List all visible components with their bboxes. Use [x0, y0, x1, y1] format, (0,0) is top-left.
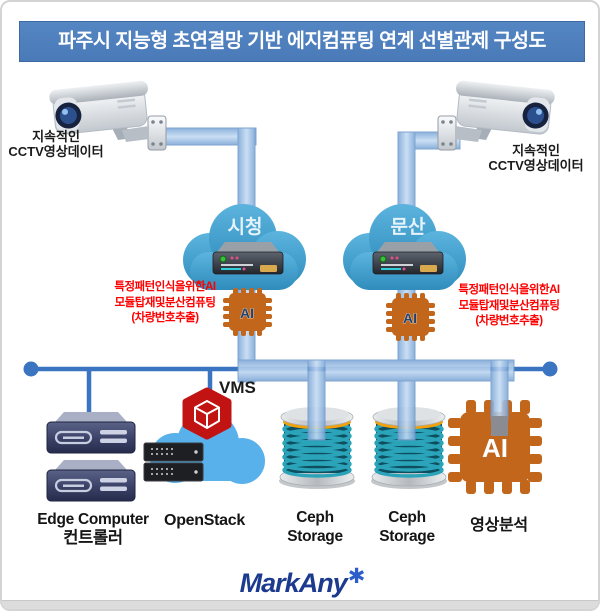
nvr-server-icon: [372, 241, 444, 275]
ceph-storage-2-label: Ceph Storage: [379, 509, 435, 545]
ai-note-left: 특정패턴인식을위한AI 모듈탑재및분산컴퓨팅 (차량번호추출): [114, 281, 216, 324]
camera-right-label: 지속적인 CCTV영상데이터: [488, 143, 584, 173]
logo-star-icon: ✱: [347, 565, 366, 588]
video-analysis-label: 영상분석: [470, 517, 528, 534]
logo-text: MarkAny: [239, 568, 348, 598]
openstack-cube-icon: [182, 387, 232, 440]
cloud-left-label: 시청: [228, 216, 263, 238]
cloud-icon: 문산: [343, 204, 466, 290]
ai-chip-icon: AI: [448, 400, 542, 494]
small-ai-chip-left-label: AI: [240, 305, 254, 321]
openstack-icon: [143, 387, 265, 484]
openstack-label: OpenStack: [164, 512, 245, 529]
edge-computer-label: Edge Computer 컨트롤러: [37, 511, 149, 547]
page-title: 파주시 지능형 초연결망 기반 에지컴퓨팅 연계 선별관제 구성도: [19, 21, 585, 62]
small-ai-chip-right-label: AI: [403, 310, 417, 326]
cloud-icon: 시청: [183, 204, 306, 290]
markany-logo: MarkAny✱: [2, 565, 598, 599]
bottom-strip: [2, 600, 598, 609]
ai-note-right: 특정패턴인식을위한AI 모듈탑재및분산컴퓨팅 (차량번호추출): [458, 284, 560, 327]
vms-label: VMS: [219, 378, 256, 397]
chip-connector: [491, 416, 508, 436]
ai-chip-icon: AI: [223, 288, 272, 336]
cloud-right-label: 문산: [391, 216, 426, 238]
nvr-server-icon: [212, 241, 284, 275]
ceph-storage-1-label: Ceph Storage: [287, 509, 343, 545]
ai-chip-icon: AI: [386, 293, 435, 341]
large-ai-chip-label: AI: [482, 433, 508, 463]
ceph-storage-icon: [277, 405, 449, 491]
cctv-camera-icon: [437, 79, 556, 151]
edge-computer-icon: [45, 410, 137, 503]
camera-left-label: 지속적인 CCTV영상데이터: [8, 129, 104, 159]
rack-server-icon: [143, 442, 204, 482]
